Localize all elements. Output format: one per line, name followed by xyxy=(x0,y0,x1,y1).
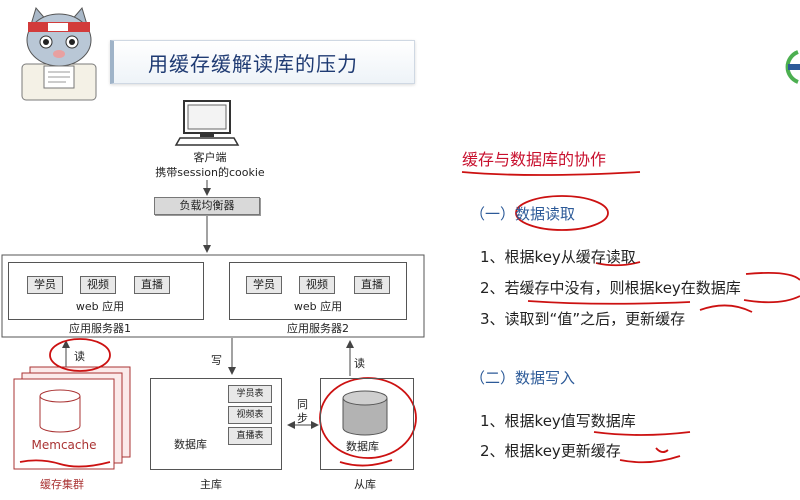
master-caption: 主库 xyxy=(200,478,222,491)
app2-web-label: web 应用 xyxy=(293,300,343,313)
app1-tag-live: 直播 xyxy=(134,276,170,294)
read-step-1: 1、根据key从缓存读取 xyxy=(480,248,636,266)
write-label: 写 xyxy=(211,354,222,367)
sync-label-2: 步 xyxy=(297,412,308,425)
master-table-live: 直播表 xyxy=(228,427,272,445)
page-title: 用缓存缓解读库的压力 xyxy=(148,52,358,76)
load-balancer: 负载均衡器 xyxy=(154,197,260,215)
slave-db-label: 数据库 xyxy=(346,440,379,453)
cache-cluster-label: 缓存集群 xyxy=(40,478,84,491)
slave-db-box xyxy=(320,378,414,470)
app1-tag-video: 视频 xyxy=(80,276,116,294)
slave-caption: 从库 xyxy=(354,478,376,491)
read-section-heading: （一）数据读取 xyxy=(470,205,576,223)
read-step-3: 3、读取到“值”之后，更新缓存 xyxy=(480,310,686,328)
app2-tag-students: 学员 xyxy=(246,276,282,294)
slave-read-label: 读 xyxy=(354,357,365,370)
app2-tag-live: 直播 xyxy=(354,276,390,294)
master-db-label: 数据库 xyxy=(174,438,207,451)
mascot-logo xyxy=(21,6,97,101)
memcache-label: Memcache xyxy=(31,438,97,452)
sync-label-1: 同 xyxy=(297,398,308,411)
app-server-1-label: 应用服务器1 xyxy=(69,322,131,335)
app1-web-label: web 应用 xyxy=(75,300,125,313)
computer-icon xyxy=(174,100,240,146)
brand-logo-fragment xyxy=(785,50,800,84)
read-step-2: 2、若缓存中没有，则根据key在数据库 xyxy=(480,279,741,297)
master-table-students: 学员表 xyxy=(228,385,272,403)
master-table-video: 视频表 xyxy=(228,406,272,424)
write-section-heading: （二）数据写入 xyxy=(470,369,576,387)
notes-heading: 缓存与数据库的协作 xyxy=(462,150,607,169)
cache-read-label: 读 xyxy=(74,350,85,363)
app-server-2-label: 应用服务器2 xyxy=(287,322,349,335)
app1-tag-students: 学员 xyxy=(27,276,63,294)
write-step-2: 2、根据key更新缓存 xyxy=(480,442,621,460)
title-band xyxy=(110,40,415,84)
client-label: 客户端 xyxy=(193,151,227,164)
database-icon-cache xyxy=(39,389,81,433)
database-icon-slave xyxy=(342,390,388,436)
app2-tag-video: 视频 xyxy=(299,276,335,294)
write-step-1: 1、根据key值写数据库 xyxy=(480,412,636,430)
client-cookie-label: 携带session的cookie xyxy=(155,166,265,179)
